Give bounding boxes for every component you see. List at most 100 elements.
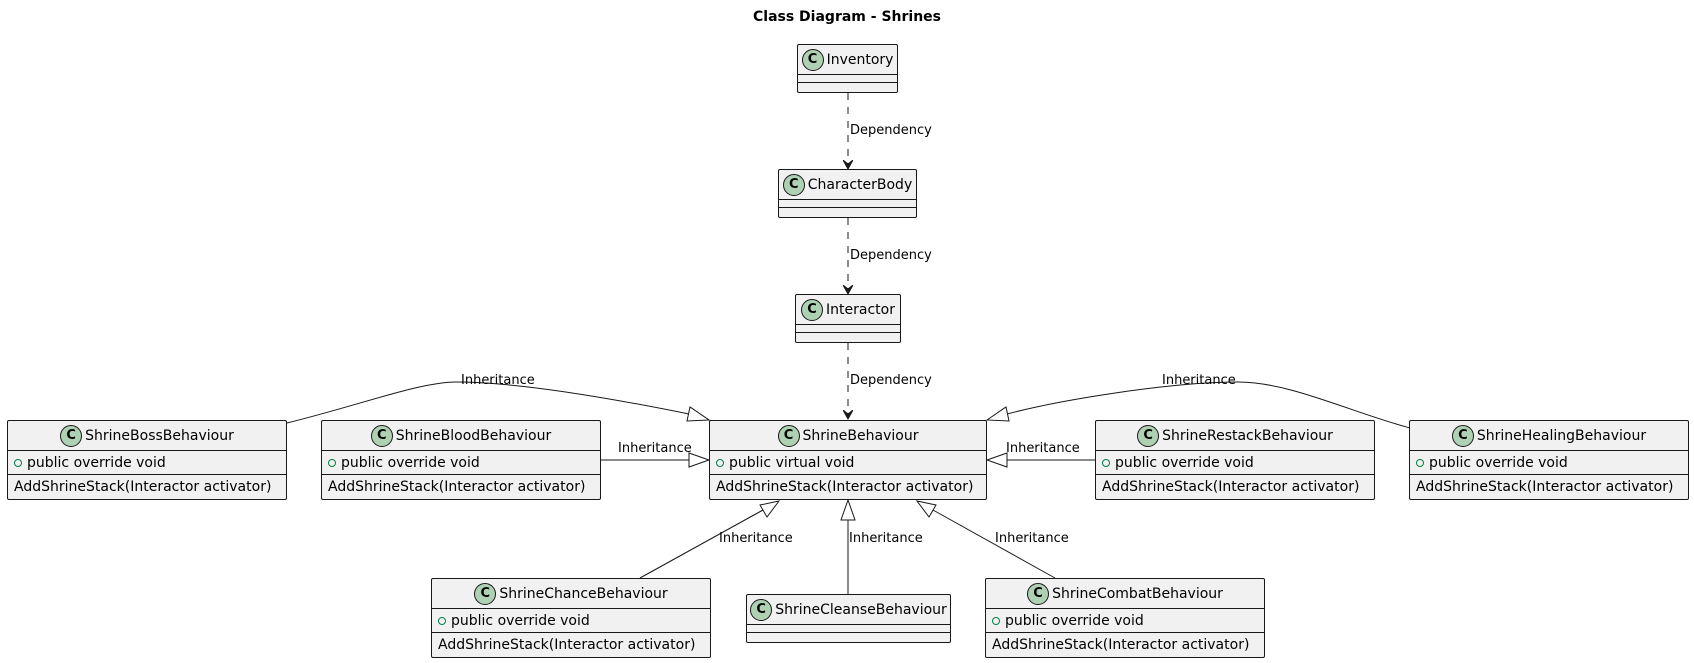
class-fields-empty xyxy=(747,625,950,633)
field-text: public virtual void xyxy=(729,454,855,471)
method-text: AddShrineStack(Interactor activator) xyxy=(716,479,974,495)
class-field: public override void xyxy=(1096,451,1374,475)
public-visibility-icon xyxy=(14,458,22,467)
class-name: Inventory xyxy=(826,51,894,68)
edge-cleanse-arrowhead xyxy=(840,498,856,521)
class-box-shrinebehaviour[interactable]: C ShrineBehaviour public virtual void Ad… xyxy=(709,420,987,500)
class-method: AddShrineStack(Interactor activator) xyxy=(1410,475,1688,499)
edge-label-inheritance: Inheritance xyxy=(618,441,692,456)
class-name: ShrineRestackBehaviour xyxy=(1162,427,1333,444)
public-visibility-icon xyxy=(1102,458,1110,467)
edge-label-inheritance: Inheritance xyxy=(1006,441,1080,456)
class-method: AddShrineStack(Interactor activator) xyxy=(322,475,600,499)
public-visibility-icon xyxy=(716,458,724,467)
method-text: AddShrineStack(Interactor activator) xyxy=(14,479,272,495)
class-header: C ShrineChanceBehaviour xyxy=(432,579,710,609)
edge-label-inheritance: Inheritance xyxy=(995,531,1069,546)
class-name: ShrineCleanseBehaviour xyxy=(775,601,947,618)
class-methods-empty xyxy=(798,83,897,91)
class-header: C ShrineRestackBehaviour xyxy=(1096,421,1374,451)
class-c-icon: C xyxy=(1451,424,1474,447)
class-c-icon: C xyxy=(370,424,393,447)
class-header: C Inventory xyxy=(798,45,897,75)
field-text: public override void xyxy=(1429,454,1568,471)
class-c-icon: C xyxy=(801,298,824,321)
class-method: AddShrineStack(Interactor activator) xyxy=(710,475,986,499)
class-box-inventory[interactable]: C Inventory xyxy=(797,44,898,93)
class-c-icon: C xyxy=(750,598,773,621)
class-header: C CharacterBody xyxy=(779,170,916,200)
class-box-shrinecombatbehaviour[interactable]: C ShrineCombatBehaviour public override … xyxy=(985,578,1265,658)
class-name: Interactor xyxy=(826,301,895,318)
public-visibility-icon xyxy=(992,616,1000,625)
field-text: public override void xyxy=(341,454,480,471)
edge-blood-arrowhead xyxy=(688,452,711,468)
class-header: C ShrineBossBehaviour xyxy=(8,421,286,451)
class-method: AddShrineStack(Interactor activator) xyxy=(986,633,1264,657)
class-name: CharacterBody xyxy=(807,176,913,193)
class-method: AddShrineStack(Interactor activator) xyxy=(432,633,710,657)
class-box-shrinebossbehaviour[interactable]: C ShrineBossBehaviour public override vo… xyxy=(7,420,287,500)
edge-chance-arrowhead xyxy=(759,500,781,518)
class-box-shrinehealingbehaviour[interactable]: C ShrineHealingBehaviour public override… xyxy=(1409,420,1689,500)
diagram-title: Class Diagram - Shrines xyxy=(753,9,941,25)
edge-label-inheritance: Inheritance xyxy=(849,531,923,546)
class-box-shrinecleansebehaviour[interactable]: C ShrineCleanseBehaviour xyxy=(746,594,951,643)
class-header: C ShrineCleanseBehaviour xyxy=(747,595,950,625)
class-method: AddShrineStack(Interactor activator) xyxy=(8,475,286,499)
class-name: ShrineCombatBehaviour xyxy=(1052,585,1223,602)
edge-label-inheritance: Inheritance xyxy=(461,373,535,388)
class-methods-empty xyxy=(747,633,950,641)
class-method: AddShrineStack(Interactor activator) xyxy=(1096,475,1374,499)
edge-healing-arrowhead xyxy=(985,406,1010,422)
class-box-shrinebloodbehaviour[interactable]: C ShrineBloodBehaviour public override v… xyxy=(321,420,601,500)
edge-chance-inheritance xyxy=(639,509,764,579)
class-box-shrinerestackbehaviour[interactable]: C ShrineRestackBehaviour public override… xyxy=(1095,420,1375,500)
public-visibility-icon xyxy=(438,616,446,625)
class-c-icon: C xyxy=(60,424,83,447)
method-text: AddShrineStack(Interactor activator) xyxy=(1102,479,1360,495)
field-text: public override void xyxy=(27,454,166,471)
method-text: AddShrineStack(Interactor activator) xyxy=(992,637,1250,653)
class-field: public override void xyxy=(432,609,710,633)
class-c-icon: C xyxy=(1137,424,1160,447)
class-header: C ShrineBehaviour xyxy=(710,421,986,451)
class-c-icon: C xyxy=(801,48,824,71)
class-name: ShrineChanceBehaviour xyxy=(499,585,668,602)
edge-label-inheritance: Inheritance xyxy=(1162,373,1236,388)
field-text: public override void xyxy=(1005,612,1144,629)
class-box-characterbody[interactable]: C CharacterBody xyxy=(778,169,917,218)
class-header: C ShrineHealingBehaviour xyxy=(1410,421,1688,451)
class-fields-empty xyxy=(779,200,916,208)
class-methods-empty xyxy=(796,333,900,341)
method-text: AddShrineStack(Interactor activator) xyxy=(1416,479,1674,495)
edge-boss-inheritance xyxy=(286,381,690,424)
class-field: public override void xyxy=(1410,451,1688,475)
class-fields-empty xyxy=(796,325,900,333)
method-text: AddShrineStack(Interactor activator) xyxy=(328,479,586,495)
class-name: ShrineHealingBehaviour xyxy=(1476,427,1647,444)
field-text: public override void xyxy=(451,612,590,629)
class-box-shrinechancebehaviour[interactable]: C ShrineChanceBehaviour public override … xyxy=(431,578,711,658)
class-field: public override void xyxy=(322,451,600,475)
class-c-icon: C xyxy=(474,582,497,605)
method-text: AddShrineStack(Interactor activator) xyxy=(438,637,696,653)
edge-healing-inheritance xyxy=(1006,381,1411,429)
class-name: ShrineBloodBehaviour xyxy=(395,427,552,444)
class-c-icon: C xyxy=(1027,582,1050,605)
class-field: public override void xyxy=(986,609,1264,633)
edge-label-dependency: Dependency xyxy=(850,123,932,138)
class-name: ShrineBossBehaviour xyxy=(85,427,234,444)
public-visibility-icon xyxy=(328,458,336,467)
class-box-interactor[interactable]: C Interactor xyxy=(795,294,901,343)
class-c-icon: C xyxy=(777,424,800,447)
class-header: C ShrineCombatBehaviour xyxy=(986,579,1264,609)
edge-label-dependency: Dependency xyxy=(850,248,932,263)
edge-boss-arrowhead xyxy=(686,406,711,422)
class-field: public override void xyxy=(8,451,286,475)
class-field: public virtual void xyxy=(710,451,986,475)
edge-combat-arrowhead xyxy=(915,500,937,518)
class-fields-empty xyxy=(798,75,897,83)
class-methods-empty xyxy=(779,208,916,216)
